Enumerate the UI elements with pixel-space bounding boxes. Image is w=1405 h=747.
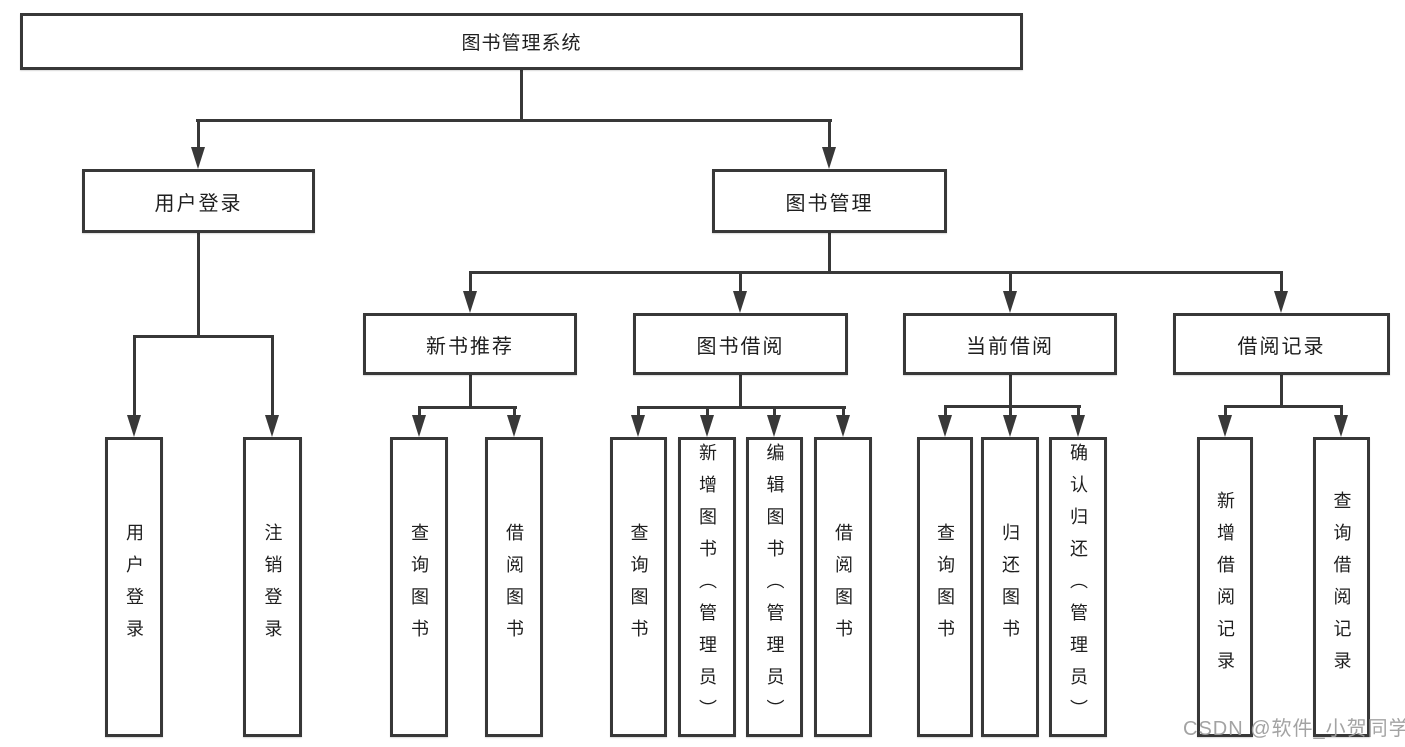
arrowhead-down-icon xyxy=(836,415,850,437)
connector-rail xyxy=(944,405,1081,408)
node-borrowing-records: 借阅记录 xyxy=(1173,313,1390,375)
connector-stem xyxy=(271,335,274,417)
node-label: 借阅记录 xyxy=(1237,335,1326,358)
arrowhead-down-icon xyxy=(463,291,477,313)
node-user-login: 用户登录 xyxy=(82,169,315,233)
arrowhead-down-icon xyxy=(1003,291,1017,313)
connector-stem xyxy=(828,119,831,149)
connector-stem xyxy=(1009,271,1012,293)
node-label: 查询借阅记录 xyxy=(1331,491,1352,683)
leaf-add-borrow-record: 新增借阅记录 xyxy=(1197,437,1253,737)
connector-vline xyxy=(739,373,742,409)
node-label: 归还图书 xyxy=(1000,523,1020,651)
connector-vline xyxy=(1280,372,1283,408)
leaf-borrow-books: 借阅图书 xyxy=(814,437,872,737)
connector-rail xyxy=(196,119,832,122)
connector-stem xyxy=(842,406,845,418)
arrowhead-down-icon xyxy=(1274,291,1288,313)
leaf-query-books-current: 查询图书 xyxy=(917,437,973,737)
arrowhead-down-icon xyxy=(822,147,836,169)
arrowhead-down-icon xyxy=(1003,415,1017,437)
arrowhead-down-icon xyxy=(412,415,426,437)
arrowhead-down-icon xyxy=(1071,415,1085,437)
node-label: 新书推荐 xyxy=(426,335,514,358)
node-current-borrowing: 当前借阅 xyxy=(903,313,1117,375)
node-label: 图书管理 xyxy=(785,192,874,215)
node-library-system: 图书管理系统 xyxy=(20,13,1023,70)
node-label: 新增借阅记录 xyxy=(1215,491,1235,683)
arrowhead-down-icon xyxy=(631,415,645,437)
arrowhead-down-icon xyxy=(1334,415,1348,437)
connector-rail xyxy=(418,406,517,409)
node-new-book-recommendation: 新书推荐 xyxy=(363,313,577,375)
node-label: 注销登录 xyxy=(262,523,283,651)
connector-vline xyxy=(1009,372,1012,408)
node-label: 用户登录 xyxy=(154,192,243,215)
arrowhead-down-icon xyxy=(938,415,952,437)
node-label: 用户登录 xyxy=(124,523,144,651)
node-label: 编辑图书（管理员） xyxy=(764,443,785,731)
connector-stem xyxy=(1077,405,1080,418)
node-label: 图书管理系统 xyxy=(461,33,582,54)
node-label: 借阅图书 xyxy=(833,523,853,651)
connector-vline xyxy=(197,231,200,338)
leaf-query-books-borrowing: 查询图书 xyxy=(610,437,667,737)
connector-stem xyxy=(469,271,472,293)
connector-rail xyxy=(1224,405,1343,408)
arrowhead-down-icon xyxy=(1218,415,1232,437)
leaf-query-books-recommend: 查询图书 xyxy=(390,437,448,737)
leaf-user-login: 用户登录 xyxy=(105,437,163,737)
leaf-query-borrow-record: 查询借阅记录 xyxy=(1313,437,1370,737)
connector-stem xyxy=(418,406,421,418)
connector-stem xyxy=(706,406,709,418)
connector-stem xyxy=(739,271,742,293)
node-label: 借阅图书 xyxy=(504,523,524,651)
connector-vline xyxy=(828,231,831,274)
connector-stem xyxy=(773,406,776,418)
arrowhead-down-icon xyxy=(507,415,521,437)
node-label: 查询图书 xyxy=(409,523,429,651)
arrowhead-down-icon xyxy=(767,415,781,437)
connector-stem xyxy=(197,119,200,149)
connector-stem xyxy=(1340,405,1343,418)
connector-stem xyxy=(1224,405,1227,418)
watermark: CSDN @软件_小贺同学 xyxy=(1183,718,1405,740)
node-label: 确认归还（管理员） xyxy=(1068,443,1088,731)
leaf-logout: 注销登录 xyxy=(243,437,302,737)
connector-stem xyxy=(944,405,947,418)
connector-stem xyxy=(1009,405,1012,418)
node-book-borrowing: 图书借阅 xyxy=(633,313,848,375)
connector-rail xyxy=(133,335,274,338)
arrowhead-down-icon xyxy=(127,415,141,437)
arrowhead-down-icon xyxy=(265,415,279,437)
leaf-return-books: 归还图书 xyxy=(981,437,1039,737)
connector-rail xyxy=(469,271,1283,274)
node-label: 图书借阅 xyxy=(696,335,785,358)
connector-rail xyxy=(637,406,846,409)
leaf-confirm-return-admin: 确认归还（管理员） xyxy=(1049,437,1107,737)
connector-stem xyxy=(1280,271,1283,293)
connector-stem xyxy=(133,335,136,417)
arrowhead-down-icon xyxy=(700,415,714,437)
connector-stem xyxy=(637,406,640,418)
leaf-add-books-admin: 新增图书（管理员） xyxy=(678,437,736,737)
leaf-edit-books-admin: 编辑图书（管理员） xyxy=(746,437,803,737)
arrowhead-down-icon xyxy=(733,291,747,313)
node-book-management: 图书管理 xyxy=(712,169,947,233)
node-label: 新增图书（管理员） xyxy=(697,443,717,731)
leaf-borrow-books-recommend: 借阅图书 xyxy=(485,437,543,737)
connector-stem xyxy=(513,406,516,418)
node-label: 查询图书 xyxy=(935,523,955,651)
arrowhead-down-icon xyxy=(191,147,205,169)
connector-vline xyxy=(469,373,472,409)
node-label: 查询图书 xyxy=(628,523,649,651)
node-label: 当前借阅 xyxy=(966,335,1054,358)
connector-vline xyxy=(520,70,523,122)
